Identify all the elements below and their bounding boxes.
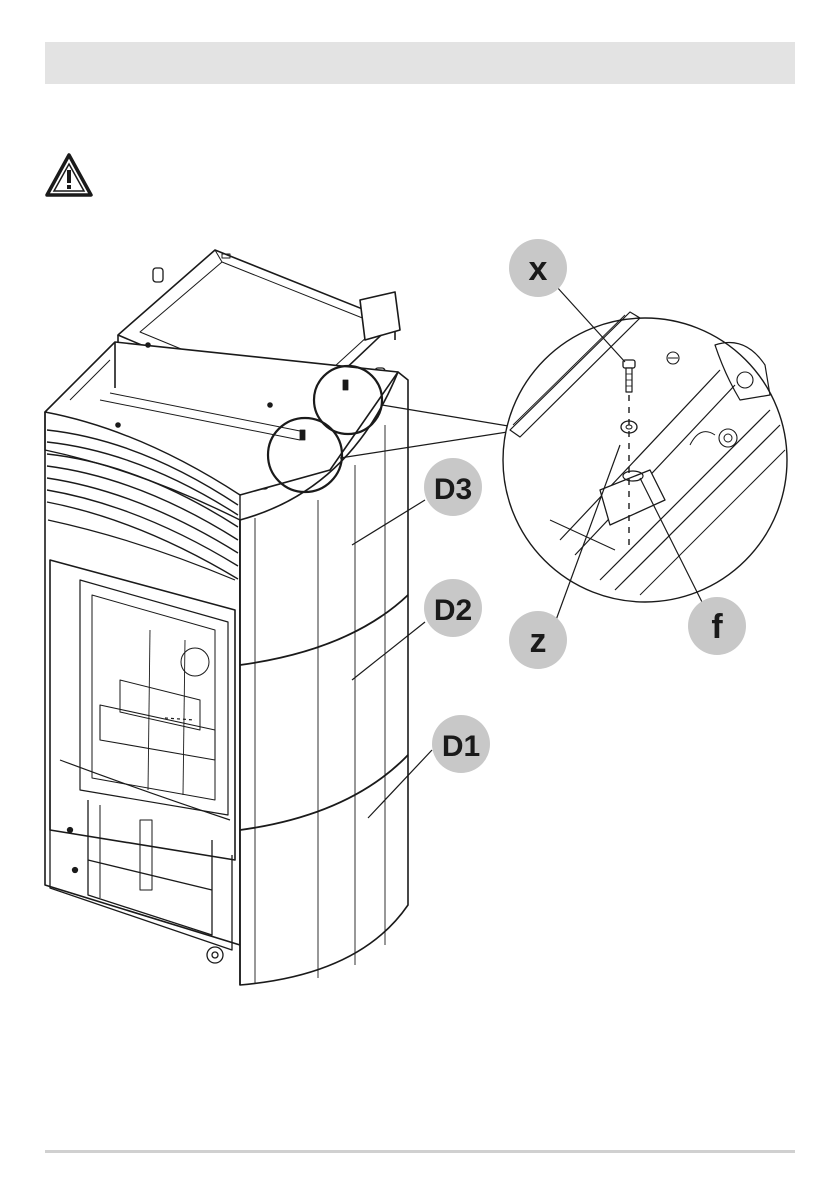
detail-enlarged-view <box>503 312 787 602</box>
footer-rule <box>45 1150 795 1153</box>
callout-d2-label: D2 <box>434 594 472 627</box>
callout-d1-label: D1 <box>442 730 480 763</box>
callout-f-label: f <box>711 608 723 646</box>
callout-z-label: z <box>530 622 547 660</box>
callout-x-label: x <box>529 250 548 288</box>
callout-d3-label: D3 <box>434 473 472 506</box>
